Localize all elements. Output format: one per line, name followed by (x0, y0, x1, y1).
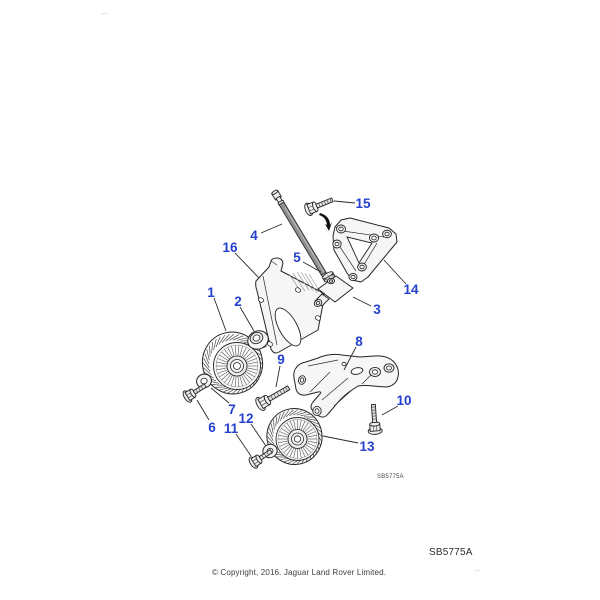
leader-line-16 (234, 252, 260, 279)
leader-line-1 (213, 297, 227, 332)
leader-line-11 (235, 433, 252, 457)
bolt-part-9 (255, 385, 291, 411)
copyright-text: © Copyright, 2016. Jaguar Land Rover Lim… (212, 568, 387, 577)
callout-16[interactable]: 16 (222, 240, 238, 255)
callout-1[interactable]: 1 (207, 285, 215, 300)
scan-artifact-top (100, 12, 108, 16)
bolt-part-6 (182, 383, 207, 403)
leader-line-3 (352, 296, 372, 307)
leader-line-12 (250, 423, 267, 447)
leader-line-15 (333, 200, 356, 204)
leader-line-14 (383, 259, 407, 285)
callout-7[interactable]: 7 (228, 402, 236, 417)
callout-12[interactable]: 12 (238, 411, 253, 426)
callout-3[interactable]: 3 (373, 302, 381, 317)
bolt-part-11 (248, 448, 273, 469)
callout-15[interactable]: 15 (355, 196, 371, 211)
bolt-part-15 (304, 197, 334, 216)
callout-9[interactable]: 9 (277, 352, 285, 367)
callout-8[interactable]: 8 (355, 334, 363, 349)
leader-line-8 (343, 346, 357, 371)
callout-4[interactable]: 4 (250, 228, 258, 243)
leader-line-4 (260, 223, 283, 234)
leader-lines (196, 200, 407, 457)
drawing-code-inline: SB5775A (377, 474, 404, 480)
leader-line-13 (322, 435, 359, 444)
bolt-part-10 (367, 403, 383, 435)
scan-artifact-bottom (473, 569, 481, 572)
bushing-part-2 (247, 330, 269, 350)
callout-13[interactable]: 13 (359, 439, 375, 454)
callout-11[interactable]: 11 (224, 421, 239, 436)
leader-line-5 (302, 261, 322, 273)
leader-line-6 (196, 399, 210, 421)
figure-code-label: SB5775A (429, 547, 473, 558)
pulley-part-1 (201, 331, 264, 395)
callout-2[interactable]: 2 (234, 294, 242, 309)
tensioner-part-8 (293, 353, 399, 418)
plate-part-16 (255, 257, 325, 354)
insertion-arrow (319, 213, 332, 231)
leader-line-10 (381, 405, 399, 416)
callout-10[interactable]: 10 (396, 393, 411, 408)
bracket-part-14 (332, 217, 398, 283)
callout-5[interactable]: 5 (293, 250, 301, 265)
callout-14[interactable]: 14 (403, 282, 419, 297)
leader-line-9 (275, 365, 281, 388)
leader-line-7 (210, 387, 230, 404)
spacer-part-3 (313, 275, 354, 307)
callout-6[interactable]: 6 (208, 420, 216, 435)
leader-line-2 (239, 306, 255, 332)
